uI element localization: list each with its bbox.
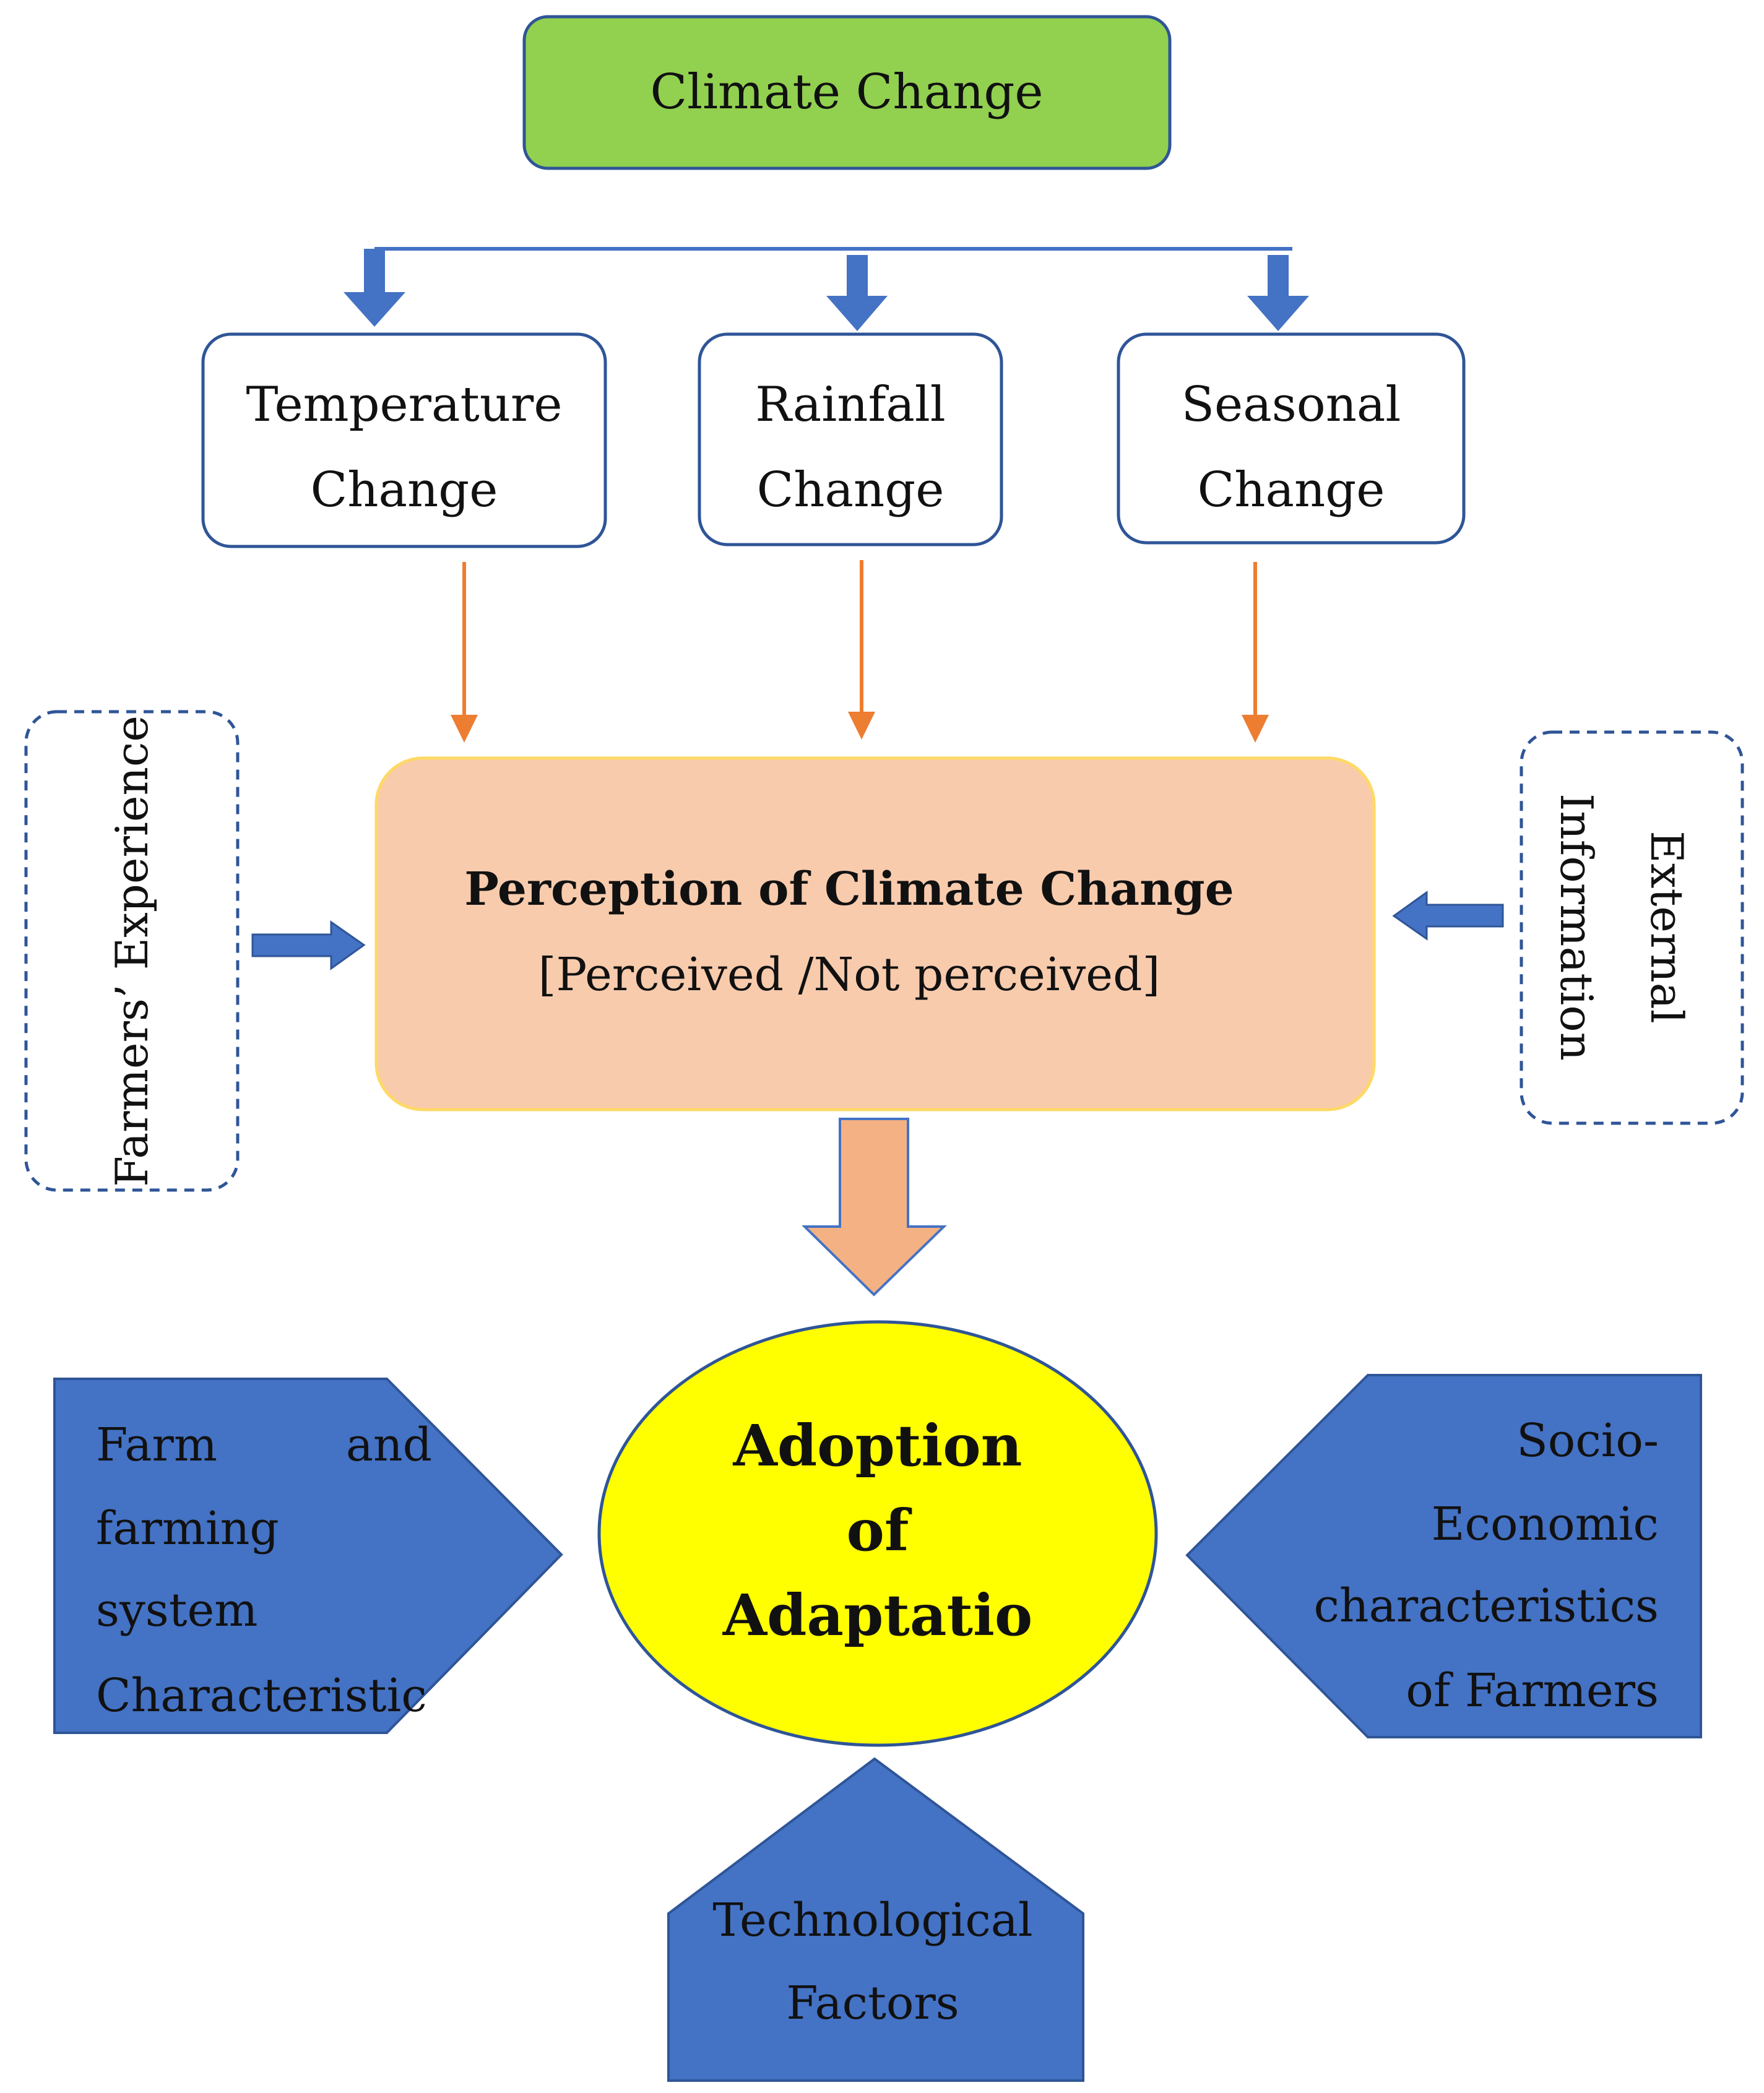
farm-system-label-line4: Characteristic	[96, 1669, 427, 1722]
seasonal-change-node: Seasonal Change	[1117, 332, 1466, 545]
farm-system-node: Farm and farming system Characteristic	[53, 1378, 563, 1734]
external-information-node: External Information	[1520, 730, 1744, 1125]
technological-label-line2: Factors	[786, 1977, 959, 2030]
adoption-label-line3: Adaptatio	[722, 1582, 1033, 1649]
external-info-label-line1: External	[1641, 831, 1693, 1023]
farm-system-label-line1b: and	[346, 1418, 432, 1472]
perception-subtitle: [Perceived /Not perceived]	[538, 948, 1161, 1001]
arrow-to-adoption	[802, 1118, 947, 1297]
perception-node: Perception of Climate Change [Perceived …	[374, 756, 1376, 1111]
seasonal-label-line1: Seasonal	[1182, 377, 1401, 433]
rainfall-label-line2: Change	[757, 462, 945, 518]
arrow-to-seasonal	[1247, 255, 1309, 331]
adoption-label-line2: of	[847, 1497, 912, 1564]
rainfall-label-line1: Rainfall	[755, 377, 945, 433]
external-info-label-line2: Information	[1550, 793, 1602, 1061]
technological-factors-node: Technological Factors	[667, 1757, 1084, 2082]
arrow-from-external-information	[1392, 891, 1504, 941]
farm-system-label-line2: farming	[96, 1502, 279, 1555]
perception-title: Perception of Climate Change	[464, 863, 1234, 916]
climate-change-node: Climate Change	[522, 15, 1172, 170]
farm-system-label-line1a: Farm	[96, 1418, 217, 1472]
climate-change-label: Climate Change	[650, 64, 1043, 120]
adoption-node: Adoption of Adaptatio	[597, 1320, 1158, 1747]
arrow-to-temperature	[344, 249, 405, 327]
seasonal-label-line2: Change	[1198, 462, 1385, 518]
farm-system-label-line3: system	[96, 1584, 257, 1637]
orange-arrowhead-temperature	[451, 715, 478, 743]
rainfall-change-node: Rainfall Change	[698, 332, 1003, 546]
orange-arrowhead-rainfall	[848, 712, 875, 740]
arrow-to-rainfall	[826, 255, 888, 331]
socio-economic-label-line4: of Farmers	[1406, 1664, 1659, 1717]
farmers-experience-label: Farmers’ Experience	[106, 715, 158, 1187]
farmers-experience-node: Farmers’ Experience	[24, 710, 240, 1192]
socio-economic-node: Socio- Economic characteristics of Farme…	[1185, 1374, 1702, 1738]
orange-arrowhead-seasonal	[1242, 715, 1269, 743]
socio-economic-label-line3: characteristics	[1313, 1579, 1659, 1633]
socio-economic-label-line1: Socio-	[1516, 1414, 1659, 1467]
arrow-from-farmers-experience	[251, 920, 366, 970]
technological-label-line1: Technological	[712, 1894, 1032, 1947]
temperature-label-line1: Temperature	[246, 377, 563, 433]
adoption-label-line1: Adoption	[732, 1412, 1022, 1479]
socio-economic-label-line2: Economic	[1431, 1498, 1659, 1551]
temperature-label-line2: Change	[311, 462, 498, 518]
temperature-change-node: Temperature Change	[201, 332, 607, 548]
